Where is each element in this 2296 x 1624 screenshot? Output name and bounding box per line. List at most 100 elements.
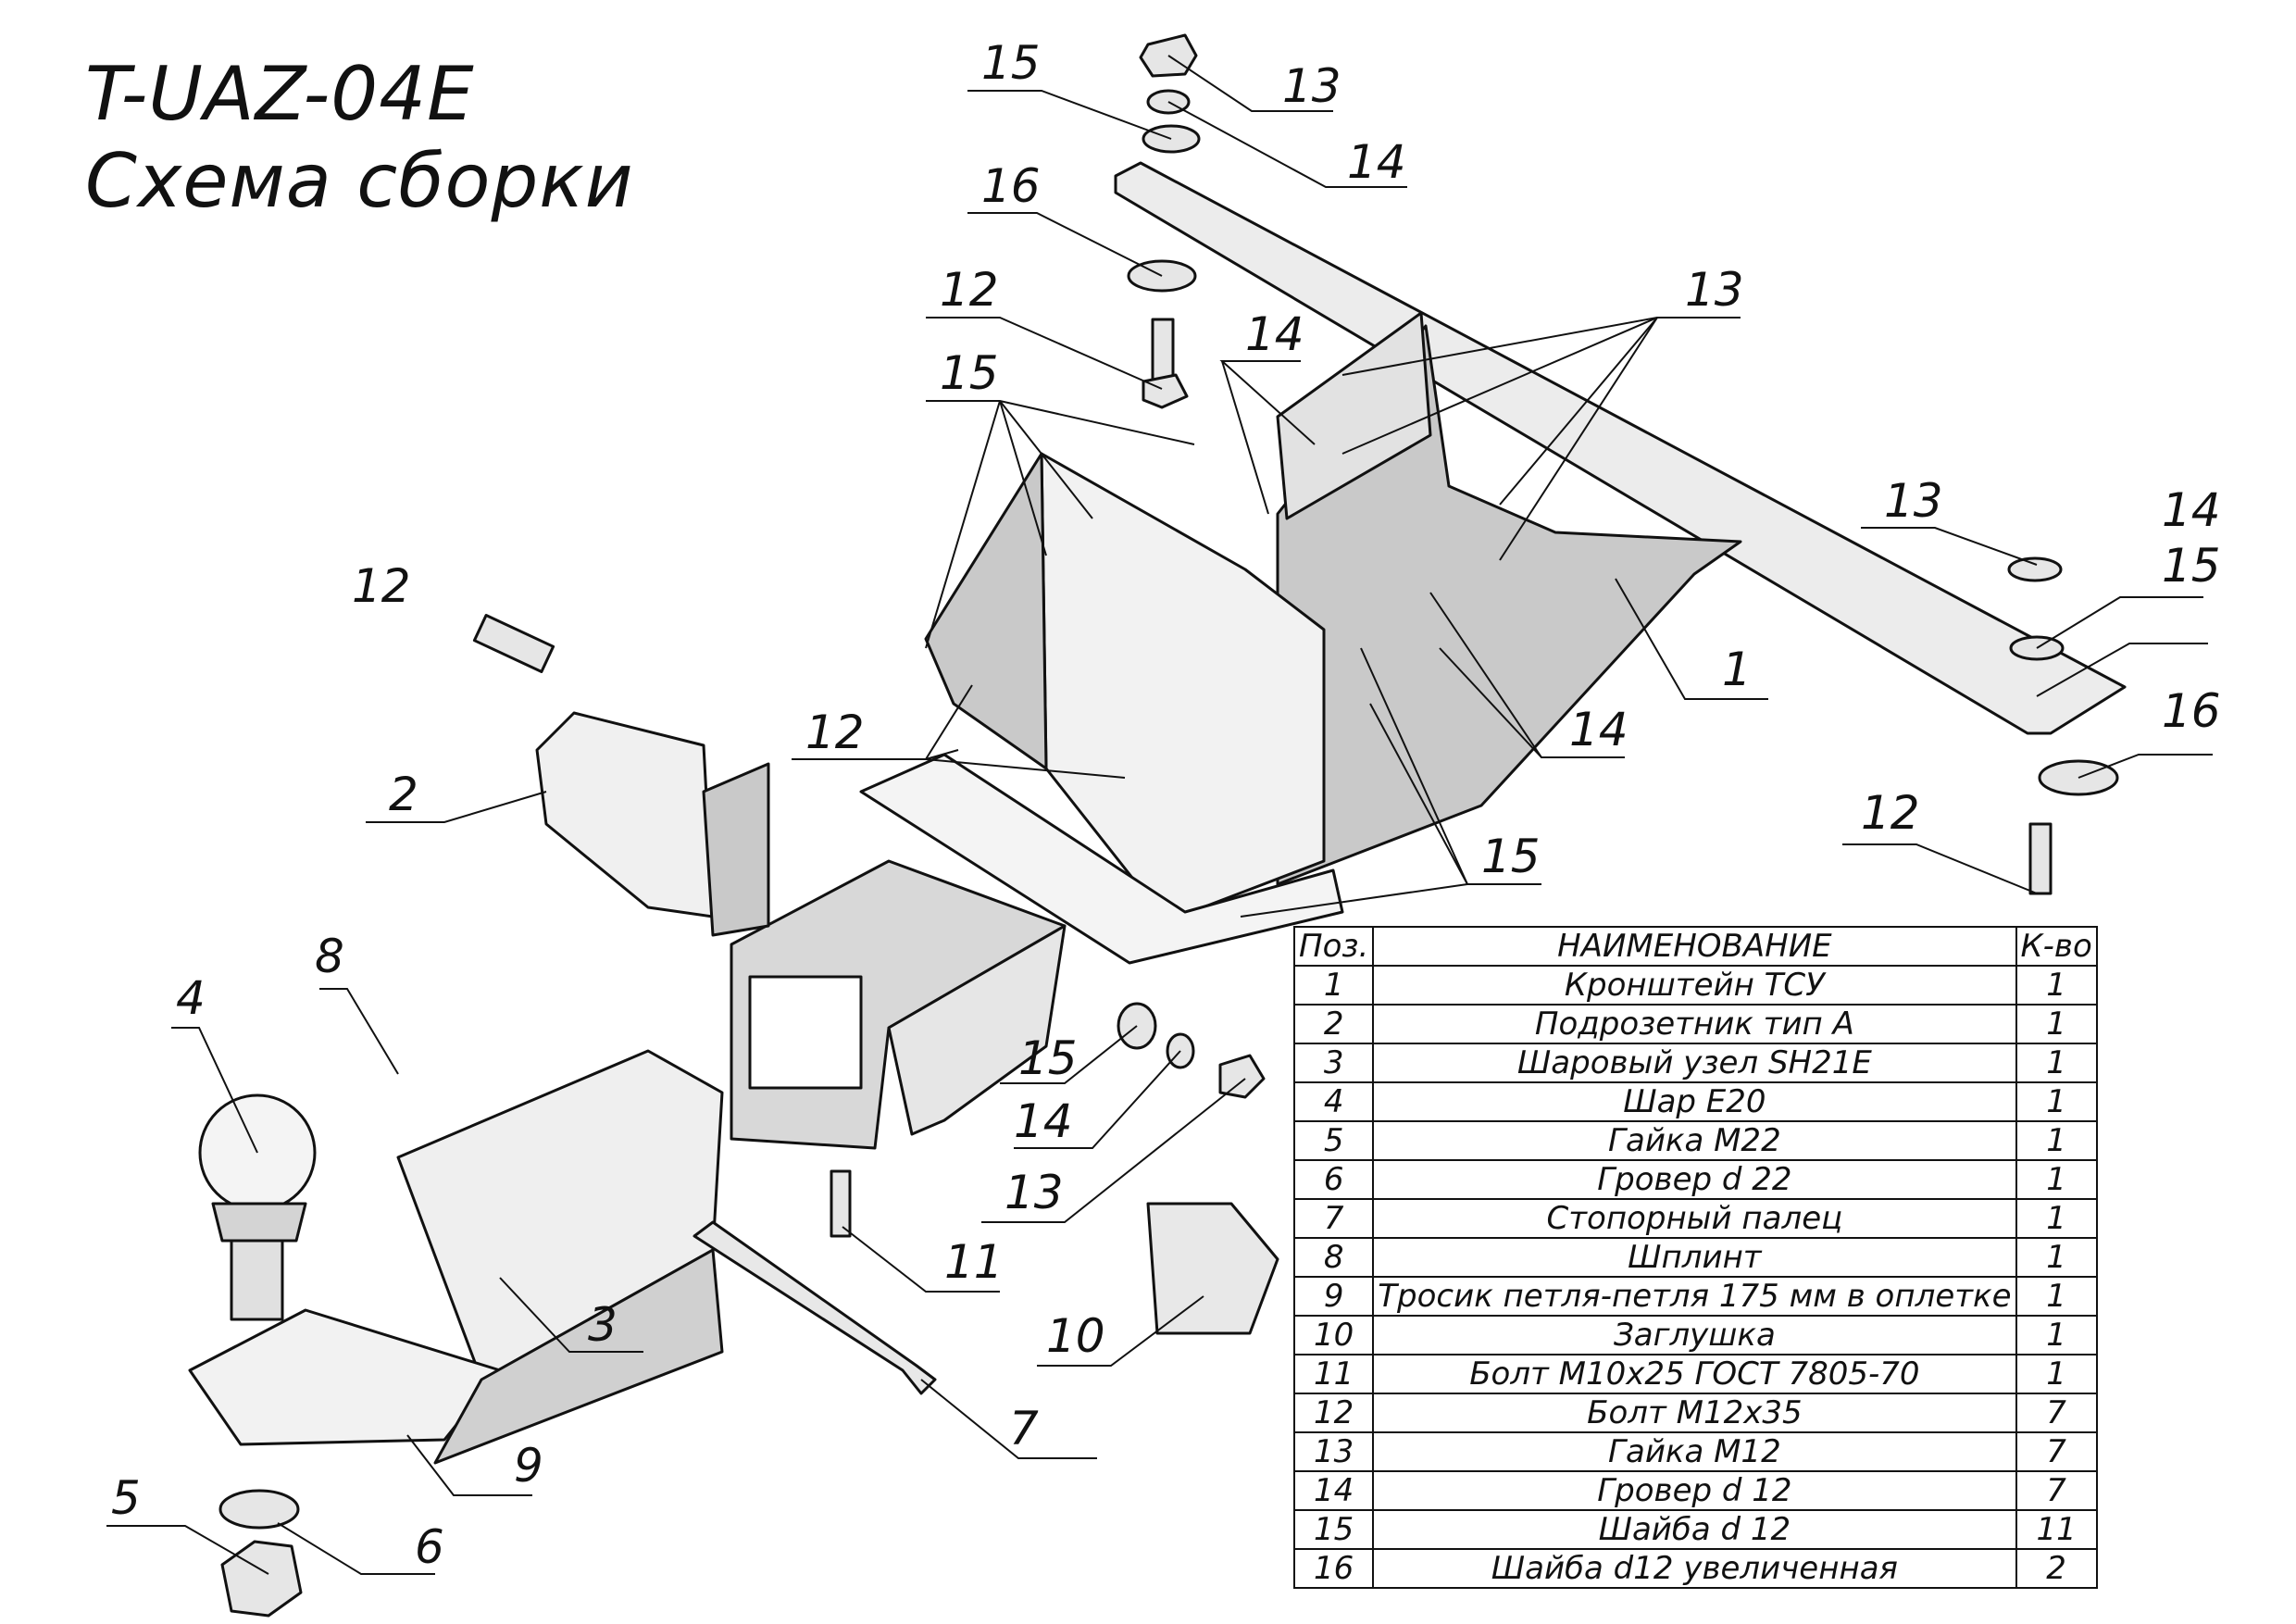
bolt-m10-part-11 — [830, 1169, 852, 1238]
cell-name: Заглушка — [1372, 1315, 2017, 1355]
cell-position: 9 — [1292, 1276, 1375, 1317]
header-quantity: К-во — [2015, 926, 2098, 967]
cell-name: Шайба d 12 — [1372, 1509, 2017, 1550]
cell-position: 2 — [1292, 1004, 1375, 1044]
callout-10: 10 — [1046, 1309, 1105, 1363]
cell-name: Шаровый узел SH21E — [1372, 1043, 2017, 1083]
cell-position: 14 — [1292, 1470, 1375, 1511]
cell-quantity: 1 — [2015, 965, 2098, 1006]
receiver-side-plate — [887, 924, 1067, 1136]
callout-13: 13 — [1685, 263, 1744, 317]
header-name: НАИМЕНОВАНИЕ — [1372, 926, 2017, 967]
callout-15: 15 — [1018, 1031, 1078, 1085]
lock-pin-part-7 — [693, 1220, 937, 1395]
parts-table-header: Поз. НАИМЕНОВАНИЕ К-во — [1292, 926, 2098, 967]
callout-4: 4 — [176, 971, 206, 1025]
cell-name: Подрозетник тип А — [1372, 1004, 2017, 1044]
callout-11: 11 — [944, 1235, 1004, 1289]
cell-quantity: 1 — [2015, 1120, 2098, 1161]
callout-13: 13 — [1004, 1166, 1064, 1219]
cell-name: Кронштейн ТСУ — [1372, 965, 2017, 1006]
callout-15: 15 — [2162, 539, 2221, 593]
callout-6: 6 — [415, 1520, 444, 1574]
socket-bracket-part-2 — [535, 711, 770, 937]
cell-position: 12 — [1292, 1393, 1375, 1433]
cell-name: Шар E20 — [1372, 1081, 2017, 1122]
receiver-opening — [748, 975, 863, 1090]
callout-8: 8 — [315, 930, 344, 983]
callout-16: 16 — [981, 159, 1041, 213]
cell-quantity: 2 — [2015, 1548, 2098, 1589]
cell-position: 1 — [1292, 965, 1375, 1006]
callout-12: 12 — [352, 559, 411, 613]
cap-part-10 — [1146, 1202, 1279, 1335]
lock-washer-part-6 — [218, 1489, 300, 1530]
bracket-left-plate — [924, 452, 1048, 770]
callout-12: 12 — [805, 706, 865, 759]
callout-5: 5 — [111, 1471, 141, 1525]
cell-quantity: 1 — [2015, 1004, 2098, 1044]
bracket-top-strip — [1114, 161, 2127, 735]
cell-position: 13 — [1292, 1431, 1375, 1472]
callout-14: 14 — [1347, 135, 1406, 189]
callout-13: 13 — [1884, 474, 1943, 528]
cell-quantity: 1 — [2015, 1315, 2098, 1355]
callout-12: 12 — [940, 263, 999, 317]
drawing-code: T-UAZ-04E — [85, 51, 475, 137]
cell-position: 15 — [1292, 1509, 1375, 1550]
cell-quantity: 1 — [2015, 1198, 2098, 1239]
header-position: Поз. — [1292, 926, 1375, 967]
callout-15: 15 — [1481, 830, 1541, 883]
cell-position: 4 — [1292, 1081, 1375, 1122]
cell-quantity: 7 — [2015, 1470, 2098, 1511]
callout-15: 15 — [940, 346, 999, 400]
callout-14: 14 — [1245, 307, 1304, 361]
callout-14: 14 — [1014, 1094, 1073, 1148]
cell-quantity: 11 — [2015, 1509, 2098, 1550]
cell-name: Гайка М12 — [1372, 1431, 2017, 1472]
bracket-rear-plate — [1276, 311, 1432, 520]
tow-ball-part-4 — [198, 1093, 317, 1321]
cell-position: 5 — [1292, 1120, 1375, 1161]
cell-quantity: 1 — [2015, 1159, 2098, 1200]
cell-name: Болт М12х35 — [1372, 1393, 2017, 1433]
cell-position: 11 — [1292, 1354, 1375, 1394]
cell-position: 3 — [1292, 1043, 1375, 1083]
cell-name: Стопорный палец — [1372, 1198, 2017, 1239]
cell-quantity: 1 — [2015, 1043, 2098, 1083]
callout-13: 13 — [1282, 59, 1341, 113]
cell-position: 6 — [1292, 1159, 1375, 1200]
cell-position: 16 — [1292, 1548, 1375, 1589]
ball-mount-part-3 — [188, 1049, 724, 1465]
cell-quantity: 1 — [2015, 1081, 2098, 1122]
cell-name: Шайба d12 увеличенная — [1372, 1548, 2017, 1589]
callout-2: 2 — [389, 768, 418, 821]
callout-3: 3 — [588, 1298, 618, 1352]
cell-name: Шплинт — [1372, 1237, 2017, 1278]
cell-name: Гровер d 12 — [1372, 1470, 2017, 1511]
callout-1: 1 — [1722, 643, 1752, 696]
cell-quantity: 7 — [2015, 1393, 2098, 1433]
callout-7: 7 — [1009, 1402, 1039, 1455]
callout-15: 15 — [981, 36, 1041, 90]
callout-16: 16 — [2162, 684, 2221, 738]
cell-name: Гайка М22 — [1372, 1120, 2017, 1161]
bracket-part-1 — [730, 161, 2127, 1150]
callout-12: 12 — [1861, 786, 1920, 840]
